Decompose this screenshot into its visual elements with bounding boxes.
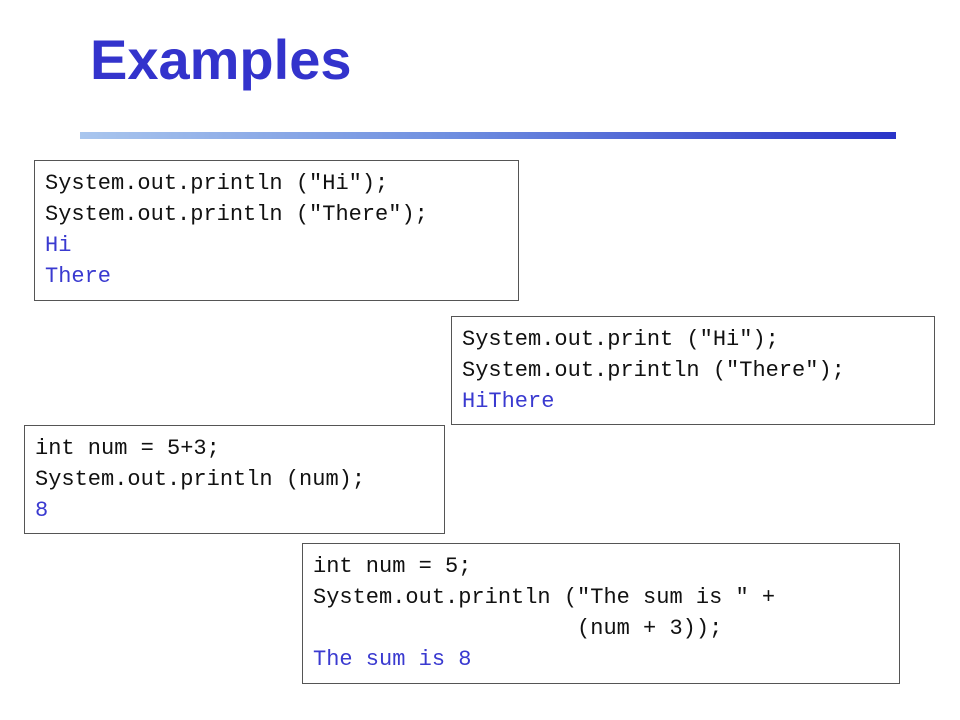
- title-underline-rule: [80, 132, 896, 139]
- code-line: System.out.print ("Hi");: [462, 327, 779, 352]
- output-line: There: [45, 264, 112, 289]
- code-line: int num = 5+3;: [35, 436, 220, 461]
- code-line: System.out.println ("Hi");: [45, 171, 389, 196]
- code-line: System.out.println (num);: [35, 467, 366, 492]
- output-line: 8: [35, 498, 49, 523]
- output-line: HiThere: [462, 389, 555, 414]
- output-line: The sum is 8: [313, 647, 472, 672]
- slide-title: Examples: [90, 28, 352, 91]
- code-line: (num + 3));: [313, 616, 723, 641]
- example-box-println-hi-there: System.out.println ("Hi"); System.out.pr…: [34, 160, 519, 301]
- example-box-num-sum: int num = 5+3; System.out.println (num);…: [24, 425, 445, 534]
- example-box-string-concat: int num = 5; System.out.println ("The su…: [302, 543, 900, 684]
- code-line: int num = 5;: [313, 554, 472, 579]
- code-line: System.out.println ("The sum is " +: [313, 585, 776, 610]
- code-line: System.out.println ("There");: [45, 202, 428, 227]
- output-line: Hi: [45, 233, 72, 258]
- example-box-print-hi-there: System.out.print ("Hi"); System.out.prin…: [451, 316, 935, 425]
- code-line: System.out.println ("There");: [462, 358, 845, 383]
